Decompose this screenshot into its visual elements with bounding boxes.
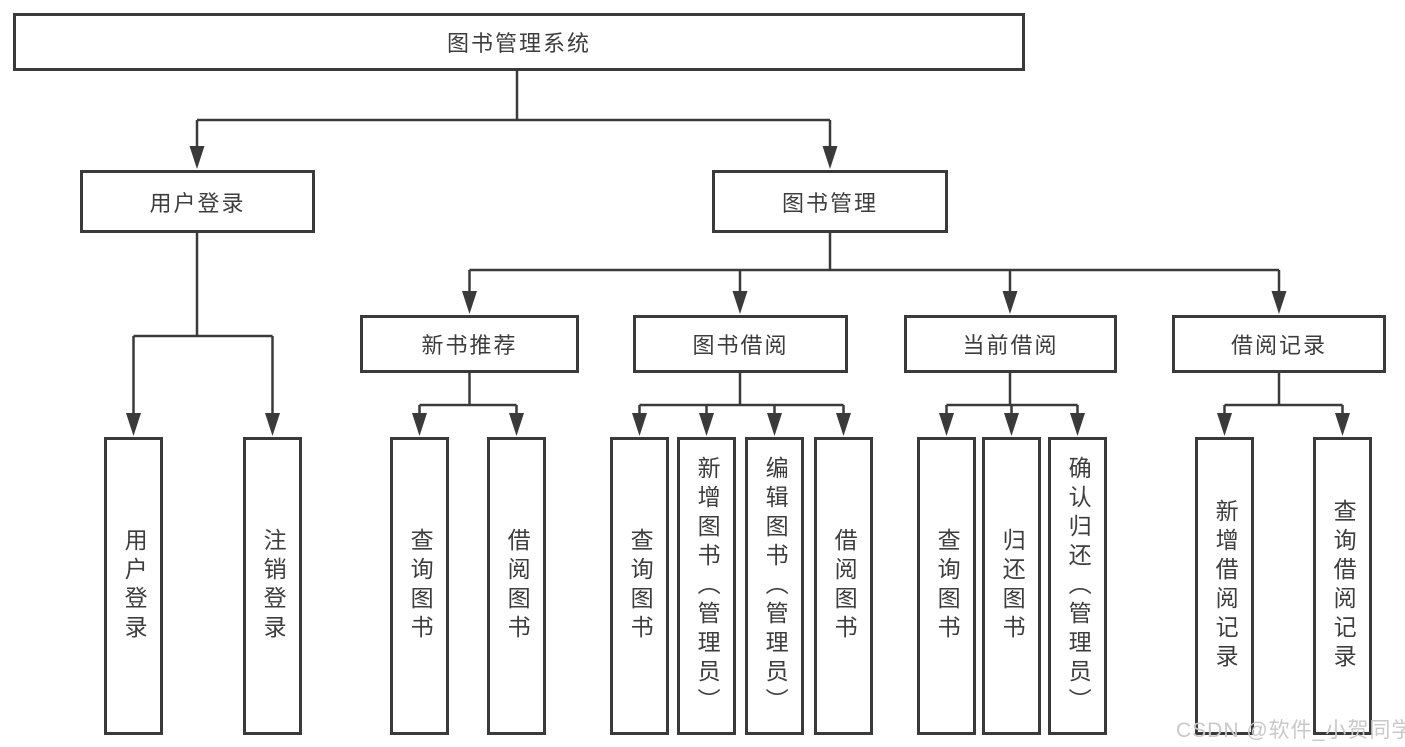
arrowhead-icon	[1070, 413, 1085, 436]
node-current-borrow: 当前借阅	[904, 315, 1117, 373]
leaf-logout-login: 注销登录	[243, 437, 302, 735]
arrowhead-icon	[767, 413, 782, 436]
arrowhead-icon	[1217, 413, 1232, 436]
node-book-borrow: 图书借阅	[633, 315, 848, 373]
arrowhead-icon	[836, 413, 851, 436]
arrowhead-icon	[509, 413, 524, 436]
leaf-query-book-recommend: 查询图书	[390, 437, 449, 735]
arrowhead-icon	[699, 413, 714, 436]
arrowhead-icon	[189, 146, 205, 169]
arrowhead-icon	[265, 413, 280, 436]
connector-borrow-records-branch	[1223, 373, 1344, 418]
arrowhead-icon	[1271, 291, 1287, 314]
leaf-query-borrow-record: 查询借阅记录	[1313, 437, 1372, 735]
leaf-user-login: 用户登录	[104, 437, 163, 735]
node-new-book-recommend: 新书推荐	[360, 315, 579, 373]
arrowheads	[126, 146, 1350, 436]
leaf-confirm-return-admin: 确认归还（管理员）	[1048, 437, 1107, 735]
node-borrow-records: 借阅记录	[1172, 315, 1386, 373]
arrowhead-icon	[412, 413, 427, 436]
connector-book-management-branch	[468, 233, 1281, 296]
node-root-system: 图书管理系统	[13, 13, 1025, 71]
leaf-add-book-admin: 新增图书（管理员）	[677, 437, 736, 735]
arrowhead-icon	[1004, 413, 1019, 436]
leaf-borrow-book: 借阅图书	[814, 437, 873, 735]
leaf-borrow-book-recommend: 借阅图书	[487, 437, 546, 735]
arrowhead-icon	[1335, 413, 1350, 436]
arrowhead-icon	[462, 291, 477, 314]
leaf-return-book: 归还图书	[982, 437, 1041, 735]
arrowhead-icon	[822, 146, 838, 169]
arrowhead-icon	[1002, 291, 1018, 314]
leaf-add-borrow-record: 新增借阅记录	[1195, 437, 1254, 735]
connector-book-borrow-branch	[638, 373, 845, 418]
arrowhead-icon	[126, 413, 141, 436]
leaf-query-book-borrow: 查询图书	[610, 437, 669, 735]
leaf-query-book-current: 查询图书	[917, 437, 976, 735]
csdn-watermark: CSDN @软件_小贺同学	[1176, 719, 1405, 742]
node-book-management: 图书管理	[712, 170, 948, 233]
leaf-edit-book-admin: 编辑图书（管理员）	[745, 437, 804, 735]
node-user-login: 用户登录	[80, 170, 315, 233]
connector-current-borrow-branch	[945, 373, 1079, 418]
connector-root-to-level2	[195, 71, 832, 151]
arrowhead-icon	[939, 413, 954, 436]
arrowhead-icon	[632, 413, 647, 436]
connector-new-book-recommend-branch	[418, 373, 518, 418]
connector-user-login-branch	[132, 233, 274, 418]
arrowhead-icon	[732, 291, 748, 314]
